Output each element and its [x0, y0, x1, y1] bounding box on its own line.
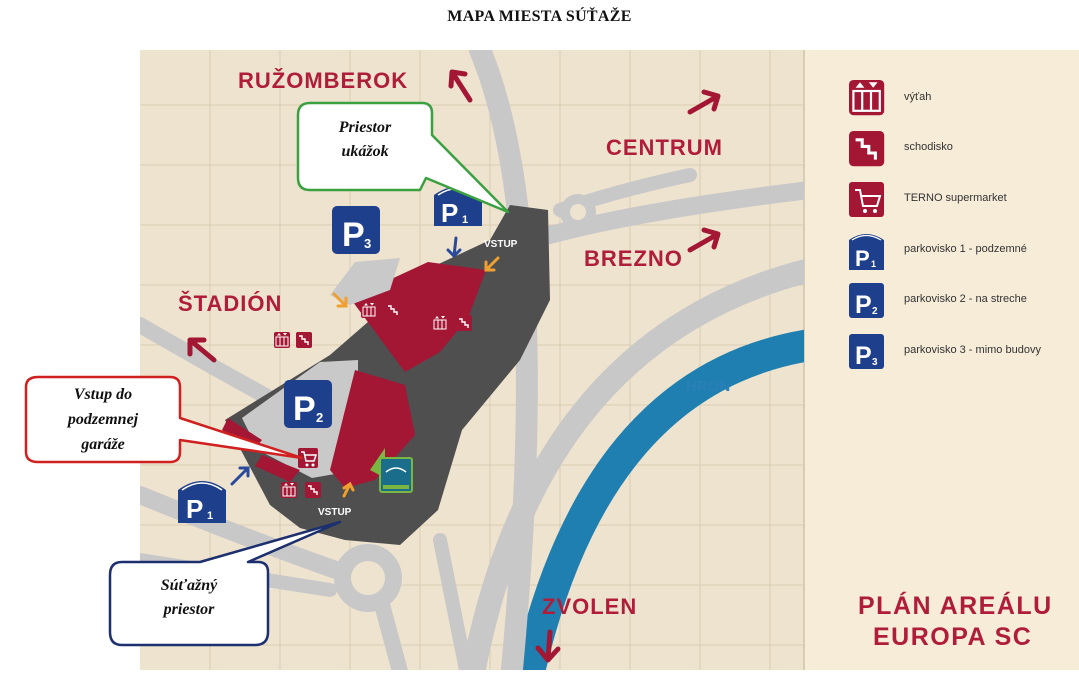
entrance-arrow-south-icon: [342, 481, 355, 498]
arrow-stadion-icon: [187, 337, 217, 363]
arrow-brezno-icon: [687, 227, 721, 253]
svg-text:1: 1: [462, 214, 468, 226]
stairs-icon: [455, 314, 473, 332]
svg-text:podzemnej: podzemnej: [66, 411, 139, 428]
svg-text:3: 3: [364, 236, 371, 251]
svg-text:P: P: [855, 246, 870, 271]
callout-competition-area: Súťažný priestor: [108, 520, 342, 647]
elevator-icon: [280, 481, 298, 499]
parking-outside-icon: P 3: [849, 334, 884, 370]
callout-garage-entrance: Vstup do podzemnej garáže: [24, 375, 304, 464]
label-brezno: BREZNO: [584, 246, 683, 271]
svg-text:2: 2: [872, 306, 878, 317]
elevator-icon: [273, 331, 291, 349]
svg-text:parkovisko 2 - na streche: parkovisko 2 - na streche: [904, 293, 1027, 305]
plan-title-line2: EUROPA SC: [873, 623, 1032, 651]
parking-p1-south-sign-icon: P 1: [178, 481, 226, 524]
page-title: MAPA MIESTA SÚŤAŽE: [447, 8, 632, 25]
legend-item-parking-3: P 3 parkovisko 3 - mimo budovy: [849, 334, 1041, 370]
legend-item-parking-2: P 2 parkovisko 2 - na streche: [849, 283, 1027, 319]
svg-text:parkovisko 1 - podzemné: parkovisko 1 - podzemné: [904, 243, 1027, 255]
garage-arrow-north-icon: [446, 236, 462, 259]
svg-text:ukážok: ukážok: [341, 143, 388, 160]
svg-text:parkovisko 3 - mimo budovy: parkovisko 3 - mimo budovy: [904, 344, 1041, 356]
svg-text:2: 2: [316, 410, 323, 425]
svg-text:garáže: garáže: [80, 436, 125, 453]
legend-item-elevator: výťah: [847, 78, 931, 117]
entrance-south-label: VSTUP: [318, 507, 352, 518]
arrow-centrum-icon: [687, 89, 721, 115]
stairs-icon: [295, 331, 313, 349]
svg-text:schodisko: schodisko: [904, 141, 953, 153]
svg-text:Súťažný: Súťažný: [161, 577, 218, 594]
parking-roof-icon: P 2: [849, 283, 884, 319]
elevator-icon: [360, 301, 378, 319]
parking-underground-icon: P 1: [849, 234, 884, 271]
svg-text:Vstup do: Vstup do: [74, 386, 132, 403]
cart-icon: [849, 182, 884, 217]
arrow-ruzomberok-icon: [448, 69, 473, 103]
svg-text:výťah: výťah: [904, 91, 931, 103]
label-ruzomberok: RUŽOMBEROK: [238, 68, 408, 93]
plan-title-line1: PLÁN AREÁLU: [858, 591, 1053, 620]
stairs-icon: [847, 129, 886, 168]
parking-p2-sign-icon: P 2: [284, 380, 332, 428]
entrance-arrow-north-icon: [484, 256, 500, 272]
callout-showcase-area: Priestor ukážok: [296, 101, 510, 214]
legend-item-stairs: schodisko: [847, 129, 953, 168]
label-stadion: ŠTADIÓN: [178, 291, 282, 316]
legend: výťah schodisko TERNO supermarket P 1 pa…: [847, 78, 1041, 370]
svg-text:Priestor: Priestor: [338, 119, 392, 136]
garage-arrow-south-icon: [230, 466, 250, 486]
parking-p3-sign-icon: P 3: [332, 206, 380, 254]
svg-text:3: 3: [872, 357, 878, 368]
entrance-arrow-p3-icon: [332, 292, 348, 308]
svg-text:P: P: [293, 390, 316, 428]
stairs-icon: [304, 481, 322, 499]
stairs-icon: [384, 301, 402, 319]
svg-text:TERNO supermarket: TERNO supermarket: [904, 192, 1007, 204]
svg-text:P: P: [855, 342, 872, 370]
label-centrum: CENTRUM: [606, 135, 723, 160]
arrow-zvolen-icon: [535, 629, 561, 663]
svg-text:priestor: priestor: [162, 601, 215, 618]
legend-item-parking-1: P 1 parkovisko 1 - podzemné: [849, 234, 1027, 271]
elevator-icon: [847, 78, 886, 117]
label-river: HRON: [686, 378, 730, 395]
svg-text:P: P: [342, 216, 365, 254]
svg-text:1: 1: [207, 510, 213, 522]
svg-text:P: P: [855, 291, 872, 319]
svg-text:1: 1: [871, 259, 876, 269]
europa-logo-icon: [370, 448, 413, 493]
entrance-north-label: VSTUP: [484, 239, 518, 250]
label-zvolen: ZVOLEN: [542, 594, 637, 619]
supermarket-cart-icon: [298, 448, 318, 468]
svg-text:P: P: [186, 494, 203, 524]
elevator-icon: [431, 314, 449, 332]
river-hron: [513, 329, 804, 670]
legend-item-supermarket: TERNO supermarket: [849, 182, 1007, 217]
svg-text:P: P: [441, 198, 458, 228]
